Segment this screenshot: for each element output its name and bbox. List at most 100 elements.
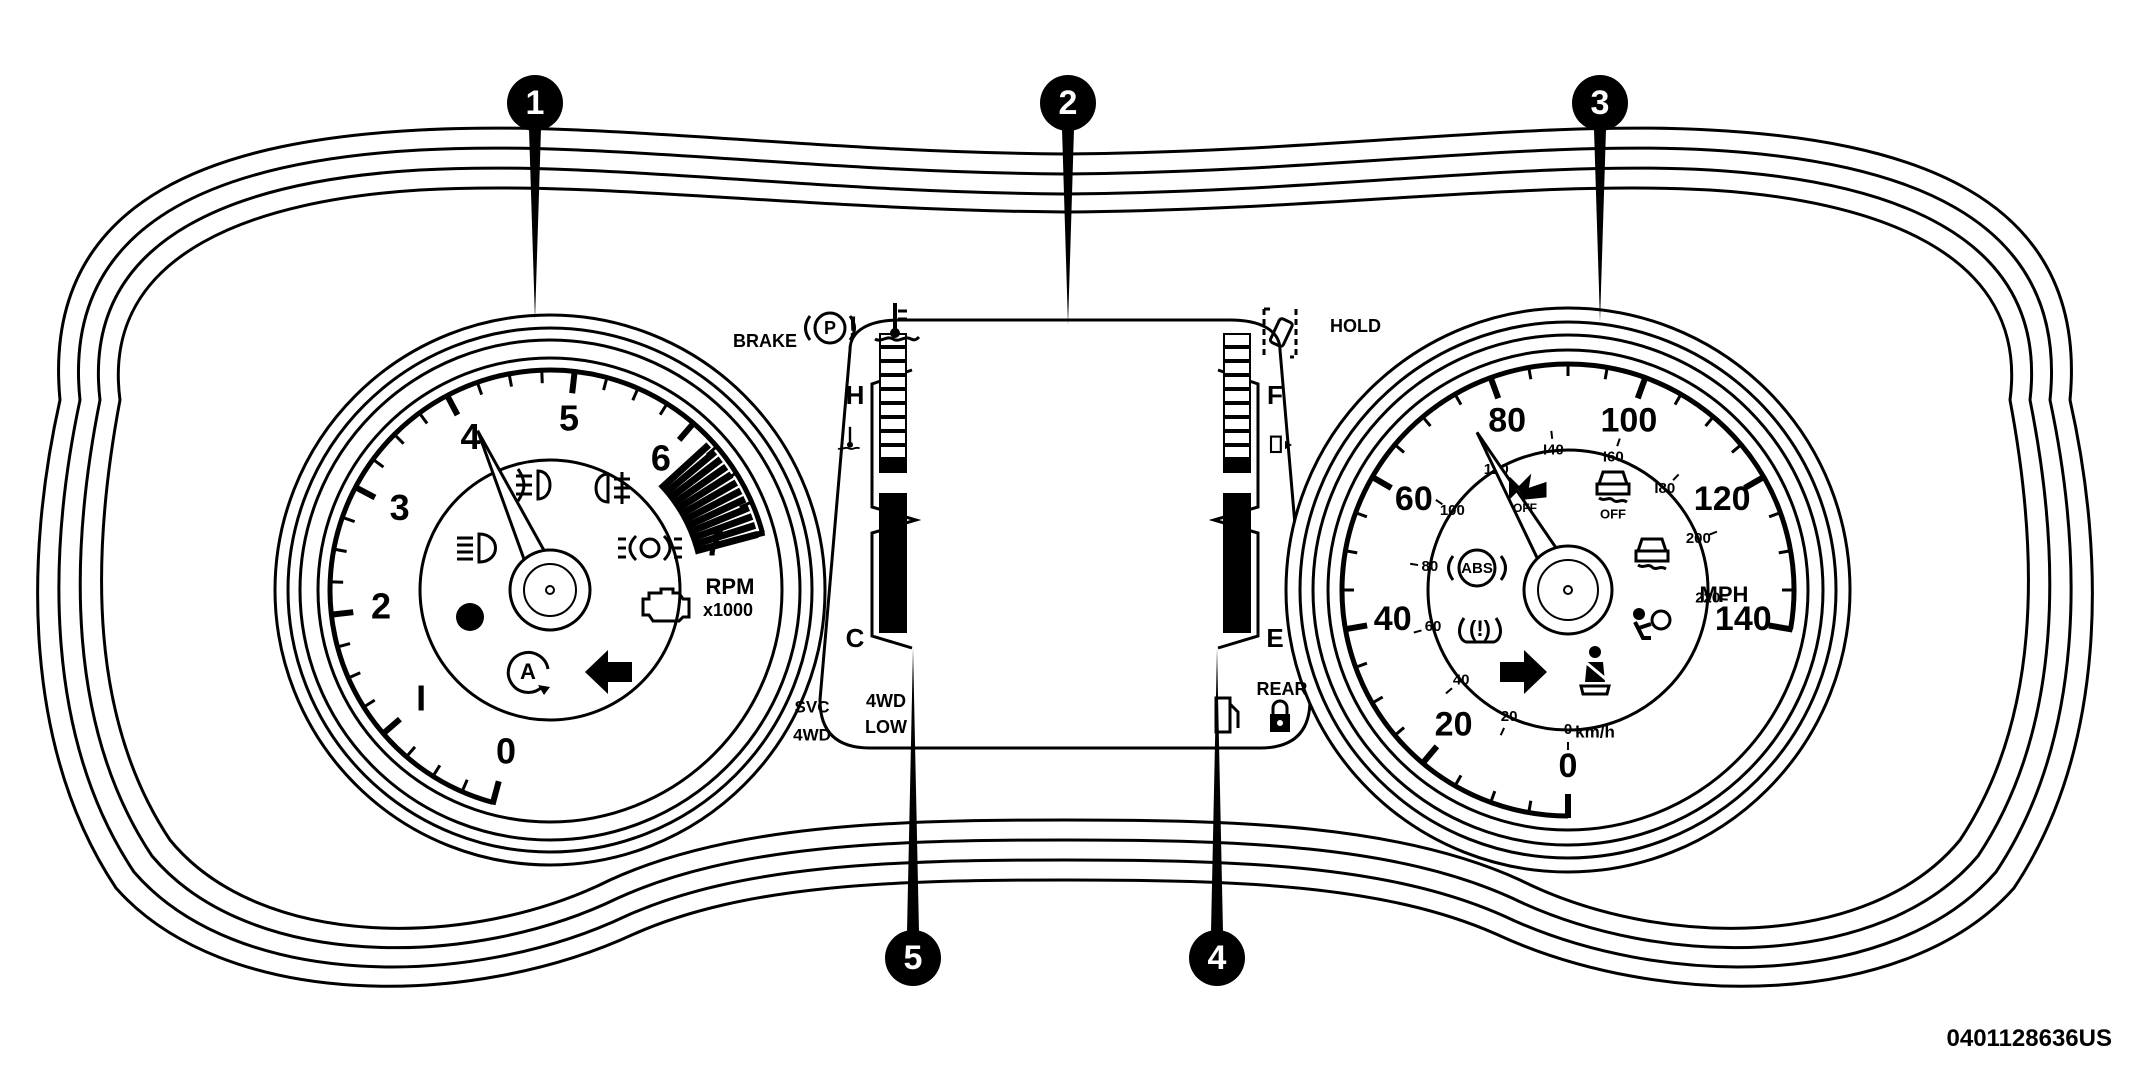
speedo-kmh-number: 40 <box>1453 671 1470 688</box>
park-brake-letter: P <box>824 318 836 338</box>
fuel-gauge-segment <box>1224 522 1250 534</box>
speedo-kmh-number: I60 <box>1603 449 1624 466</box>
temp-gauge-segment <box>880 536 906 548</box>
callout-number: 3 <box>1591 84 1610 122</box>
tach-unit-label: RPM <box>706 574 755 599</box>
fuel-gauge-segment <box>1224 494 1250 506</box>
callout-leader <box>529 129 541 320</box>
speedo-mph-number: 120 <box>1694 480 1751 518</box>
fuel-gauge-segment <box>1224 404 1250 416</box>
speedo-kmh-number: 0 <box>1564 721 1572 738</box>
temperature-gauge: HC <box>846 334 916 653</box>
speedo-mph-number: 0 <box>1559 747 1578 785</box>
tach-number: 3 <box>390 487 410 528</box>
temp-gauge-bottom-label: C <box>846 623 865 653</box>
brake-label: BRAKE <box>733 331 797 351</box>
fuel-gauge-segment <box>1224 536 1250 548</box>
speedo-mph-number: 100 <box>1601 402 1658 440</box>
speedo-kmh-number: 60 <box>1425 618 1442 635</box>
temp-gauge-segment <box>880 494 906 506</box>
callout-leader <box>1211 648 1223 932</box>
speedo-mph-number: 60 <box>1395 480 1433 518</box>
callout-leader <box>907 648 919 932</box>
fuel-gauge-segment <box>1224 390 1250 402</box>
temp-gauge-segment <box>880 550 906 562</box>
fuel-gauge-segment <box>1224 508 1250 520</box>
tach-number: 5 <box>559 398 579 439</box>
tpms-label: (!) <box>1469 616 1491 641</box>
tach-number: 4 <box>461 416 481 457</box>
indicator-dot-icon <box>456 603 484 631</box>
tach-number: 7 <box>704 523 724 564</box>
speedo-tick <box>1769 625 1793 629</box>
fuel-gauge-segment <box>1224 592 1250 604</box>
fourwd-label: 4WD <box>866 691 906 711</box>
temp-gauge-segment <box>880 390 906 402</box>
speedo-kmh-number: I80 <box>1654 480 1675 497</box>
speedo-hub-pin <box>1564 586 1572 594</box>
temp-gauge-segment <box>880 620 906 632</box>
speedo-kmh-number: I40 <box>1543 442 1564 459</box>
speedo-kmh-label: km/h <box>1575 722 1615 741</box>
temp-gauge-segment <box>880 348 906 360</box>
fuel-gauge-segment <box>1224 362 1250 374</box>
tach-tick <box>572 369 575 393</box>
speedo-kmh-number: 100 <box>1440 502 1465 519</box>
callout-number: 1 <box>526 84 545 122</box>
tach-tick <box>328 582 343 583</box>
park-brake-exclaim: ! <box>848 311 858 344</box>
abs-label: ABS <box>1461 560 1493 577</box>
speedo-kmh-tick <box>1410 564 1418 565</box>
fuel-gauge-segment <box>1224 334 1250 346</box>
svc-label: SVC <box>795 697 830 716</box>
fuel-gauge-segment <box>1224 460 1250 472</box>
tach-number: 6 <box>651 438 671 479</box>
tach-tick <box>329 612 353 615</box>
temp-gauge-segment <box>880 578 906 590</box>
callout-leader <box>1062 129 1074 325</box>
temp-gauge-segment <box>880 592 906 604</box>
rear-locker-icon <box>1270 701 1290 732</box>
tach-number: I <box>416 677 426 718</box>
speedo-mph-number: 20 <box>1435 705 1473 743</box>
speedo-tick <box>1343 625 1367 629</box>
auto-stop-letter: A <box>520 659 536 684</box>
fuel-gauge-segment <box>1224 606 1250 618</box>
svc-4wd-label: 4WD <box>793 725 831 744</box>
callout-number: 4 <box>1208 939 1227 977</box>
temp-gauge-segment <box>880 404 906 416</box>
tach-hub-pin <box>546 586 554 594</box>
temp-gauge-segment <box>880 376 906 388</box>
speedo-mph-label: MPH <box>1700 582 1749 607</box>
fuel-gauge-segment <box>1224 550 1250 562</box>
temp-gauge-segment <box>880 508 906 520</box>
speedo-kmh-number: 200 <box>1686 530 1711 547</box>
fuel-gauge-segment <box>1224 564 1250 576</box>
temp-gauge-segment <box>880 446 906 458</box>
figure-id: 0401128636US <box>1947 1025 2113 1053</box>
callout-leader <box>1594 129 1606 322</box>
fuel-gauge-bottom-label: E <box>1266 623 1283 653</box>
speedometer: 020406080100120140020406080100120I40I60I… <box>1286 308 1850 872</box>
fuel-gauge-top-label: F <box>1267 380 1283 410</box>
temp-gauge-segment <box>880 606 906 618</box>
temp-gauge-segment <box>880 460 906 472</box>
rear-locker-label: REAR <box>1256 679 1307 699</box>
tach-number: 2 <box>371 586 391 627</box>
temp-gauge-segment <box>880 432 906 444</box>
fuel-gauge-segment <box>1224 446 1250 458</box>
temp-gauge-segment <box>880 362 906 374</box>
tach-multiplier-label: x1000 <box>703 600 753 620</box>
fuel-gauge-segment <box>1224 348 1250 360</box>
speedo-mph-number: 80 <box>1488 402 1526 440</box>
temp-gauge-segment <box>880 522 906 534</box>
speedo-kmh-tick <box>1551 431 1552 439</box>
fuel-gauge-segment <box>1224 620 1250 632</box>
fourwd-low-label: LOW <box>865 717 907 737</box>
callout-number: 5 <box>904 939 923 977</box>
temp-gauge-segment <box>880 418 906 430</box>
speedo-kmh-number: 80 <box>1422 558 1439 575</box>
